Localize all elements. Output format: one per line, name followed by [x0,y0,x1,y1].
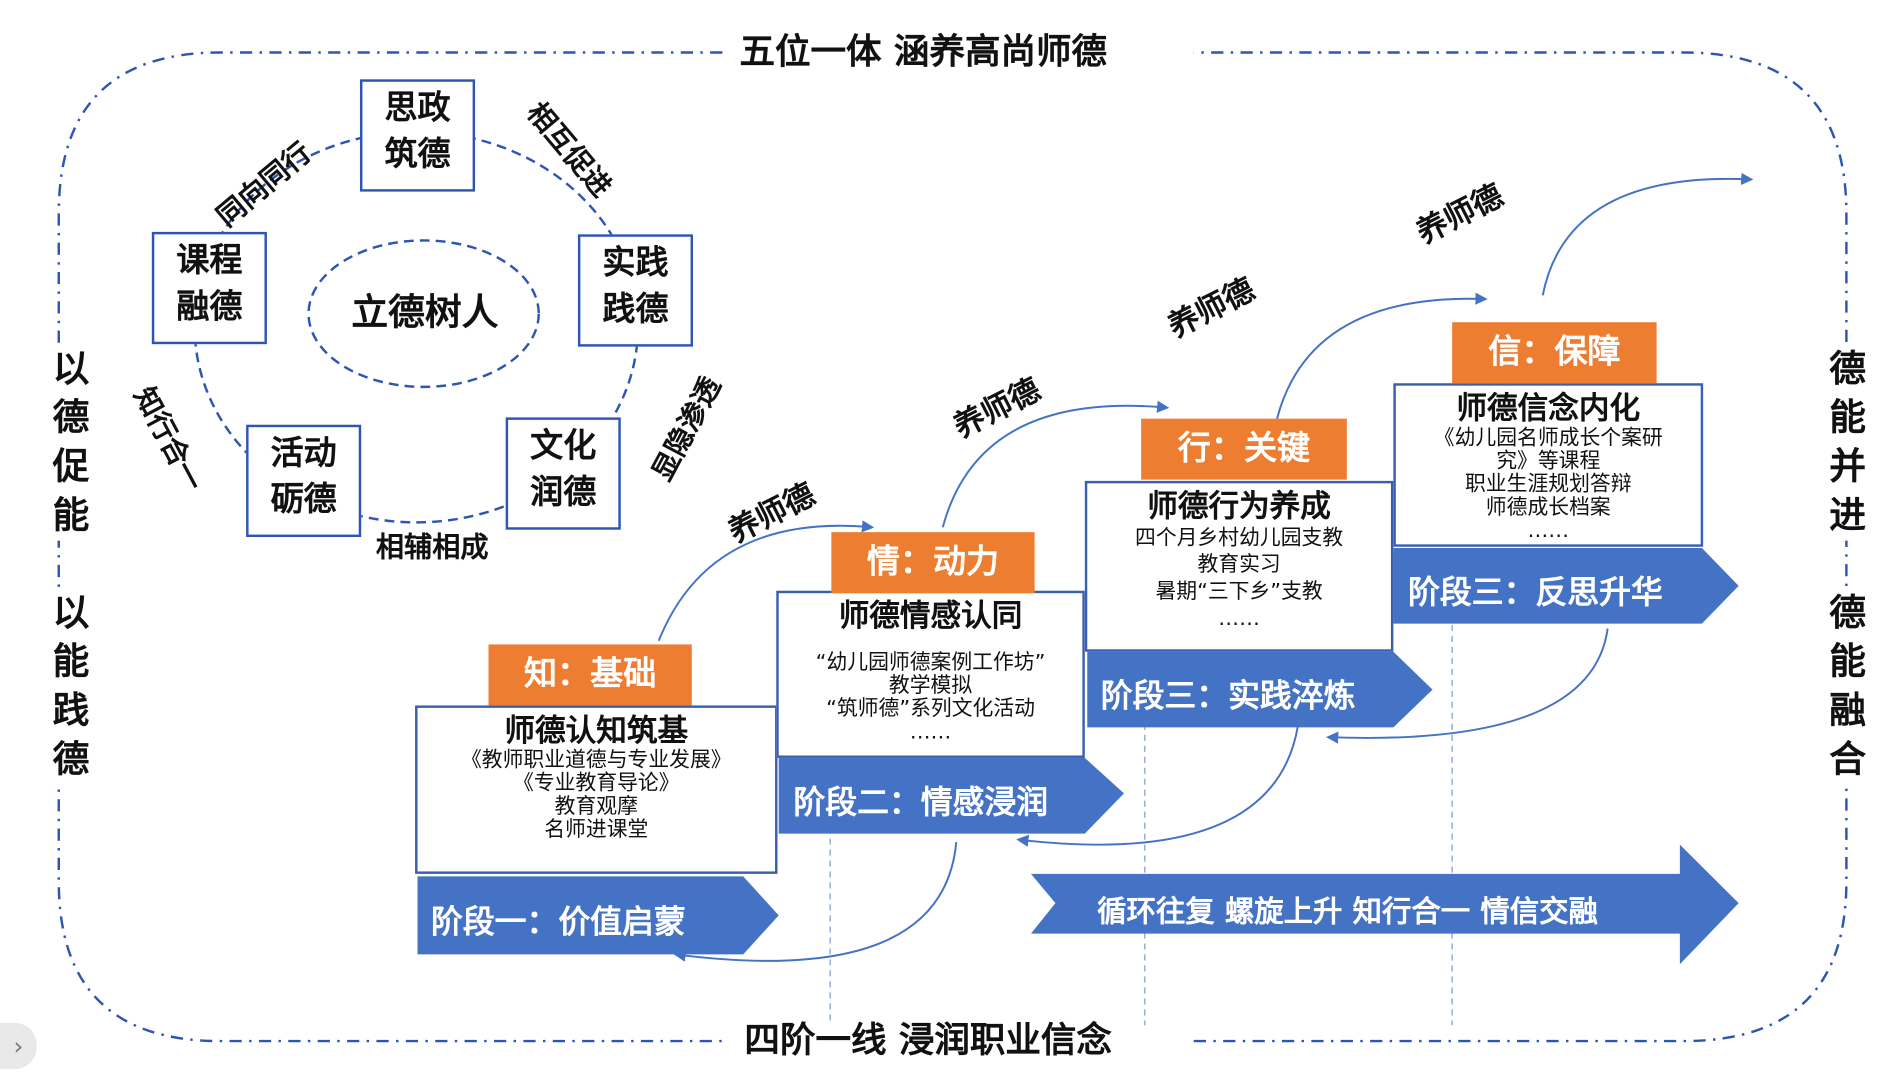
stage-2-line-2: 教学模拟 [888,673,973,699]
right-side-top: 德能并进 [1826,345,1869,541]
stage-3-arrow-label: 阶段三：实践淬炼 [1100,678,1356,716]
wheel-center: 立德树人 [351,291,499,335]
stage-4-line-3: 职业生涯规划答辩 [1464,472,1632,497]
cycle-big-arrow-label: 循环往复 螺旋上升 知行合一 情信交融 [1097,894,1598,929]
stage-2-arrow-label: 阶段二：情感浸润 [793,784,1049,822]
left-side-bottom: 以能践德 [50,589,92,785]
center-ring [307,239,540,389]
cycle-big-arrow [1030,844,1739,965]
stage-1-title: 师德认知筑基 [504,712,689,749]
stage-4-line-4: 师德成长档案 [1485,495,1611,520]
wheel-node-left: 课程 融德 [151,231,267,345]
link-label-bottom: 相辅相成 [375,532,489,564]
wheel-node-right: 实践 践德 [577,234,694,347]
stage-2-line-3: “筑师德”系列文化活动 [826,696,1036,722]
stage-1-line-1: 《教师职业道德与专业发展》 [460,748,732,773]
stage-3-arrow [1087,651,1433,728]
stage-1-line-2: 《专业教育导论》 [513,771,680,796]
wheel-node-bottom-right: 文化 润德 [505,417,621,530]
stage-3-line-3: 暑期“三下乡”支教 [1155,579,1323,605]
stage-4-arrow-label: 阶段三：反思升华 [1408,574,1663,612]
stage-1-card: 师德认知筑基 《教师职业道德与专业发展》 《专业教育导论》 教育观摩 名师进课堂 [415,705,778,874]
stage-2-title: 师德情感认同 [838,598,1023,634]
stage-4-arrow [1393,548,1739,624]
stage-3-line-2: 教育实习 [1197,552,1281,578]
stage-2-card: 师德情感认同 “幼儿园师德案例工作坊” 教学模拟 “筑师德”系列文化活动 …… [776,590,1085,758]
stage-3-card: 师德行为养成 四个月乡村幼儿园支教 教育实习 暑期“三下乡”支教 …… [1084,480,1394,652]
stage-1-arrow-label: 阶段一：价值启蒙 [430,904,686,942]
expand-icon[interactable]: › [0,1022,37,1070]
stage-3-line-1: 四个月乡村幼儿园支教 [1135,526,1344,551]
right-side-bottom: 德能融合 [1826,589,1869,785]
stage-2-arrow [778,757,1124,834]
stage-4-card: 师德信念内化 《幼儿园名师成长个案研 究》等课程 职业生涯规划答辩 师德成长档案… [1393,383,1704,547]
stage-4-title: 师德信念内化 [1456,390,1641,426]
stage-4-line-1: 《幼儿园名师成长个案研 [1433,425,1663,451]
wheel-node-top: 思政 筑德 [359,79,476,192]
left-side-top: 以德促能 [50,345,92,541]
stage-3-title: 师德行为养成 [1147,488,1331,524]
stage-3-tag: 行：关键 [1141,418,1347,480]
stage-1-line-4: 名师进课堂 [544,817,649,843]
outer-frame [57,51,1848,1043]
stage-4-line-5: …… [1527,518,1570,544]
top-title: 五位一体 涵养高尚师德 [739,30,1107,73]
stage-4-tag: 信：保障 [1452,322,1657,384]
stage-2-line-1: “幼儿园师德案例工作坊” [815,650,1046,675]
bottom-title: 四阶一线 浸润职业信念 [744,1019,1112,1061]
stage-4-line-2: 究》等课程 [1496,449,1601,474]
stage-3-line-4: …… [1218,606,1260,631]
stage-1-arrow [417,876,779,955]
stage-1-tag: 知：基础 [488,644,692,706]
stage-1-line-3: 教育观摩 [554,794,638,819]
stage-2-line-4: …… [909,720,952,745]
wheel-node-bottom-left: 活动 砺德 [246,424,362,538]
stage-2-tag: 情：动力 [831,532,1035,594]
